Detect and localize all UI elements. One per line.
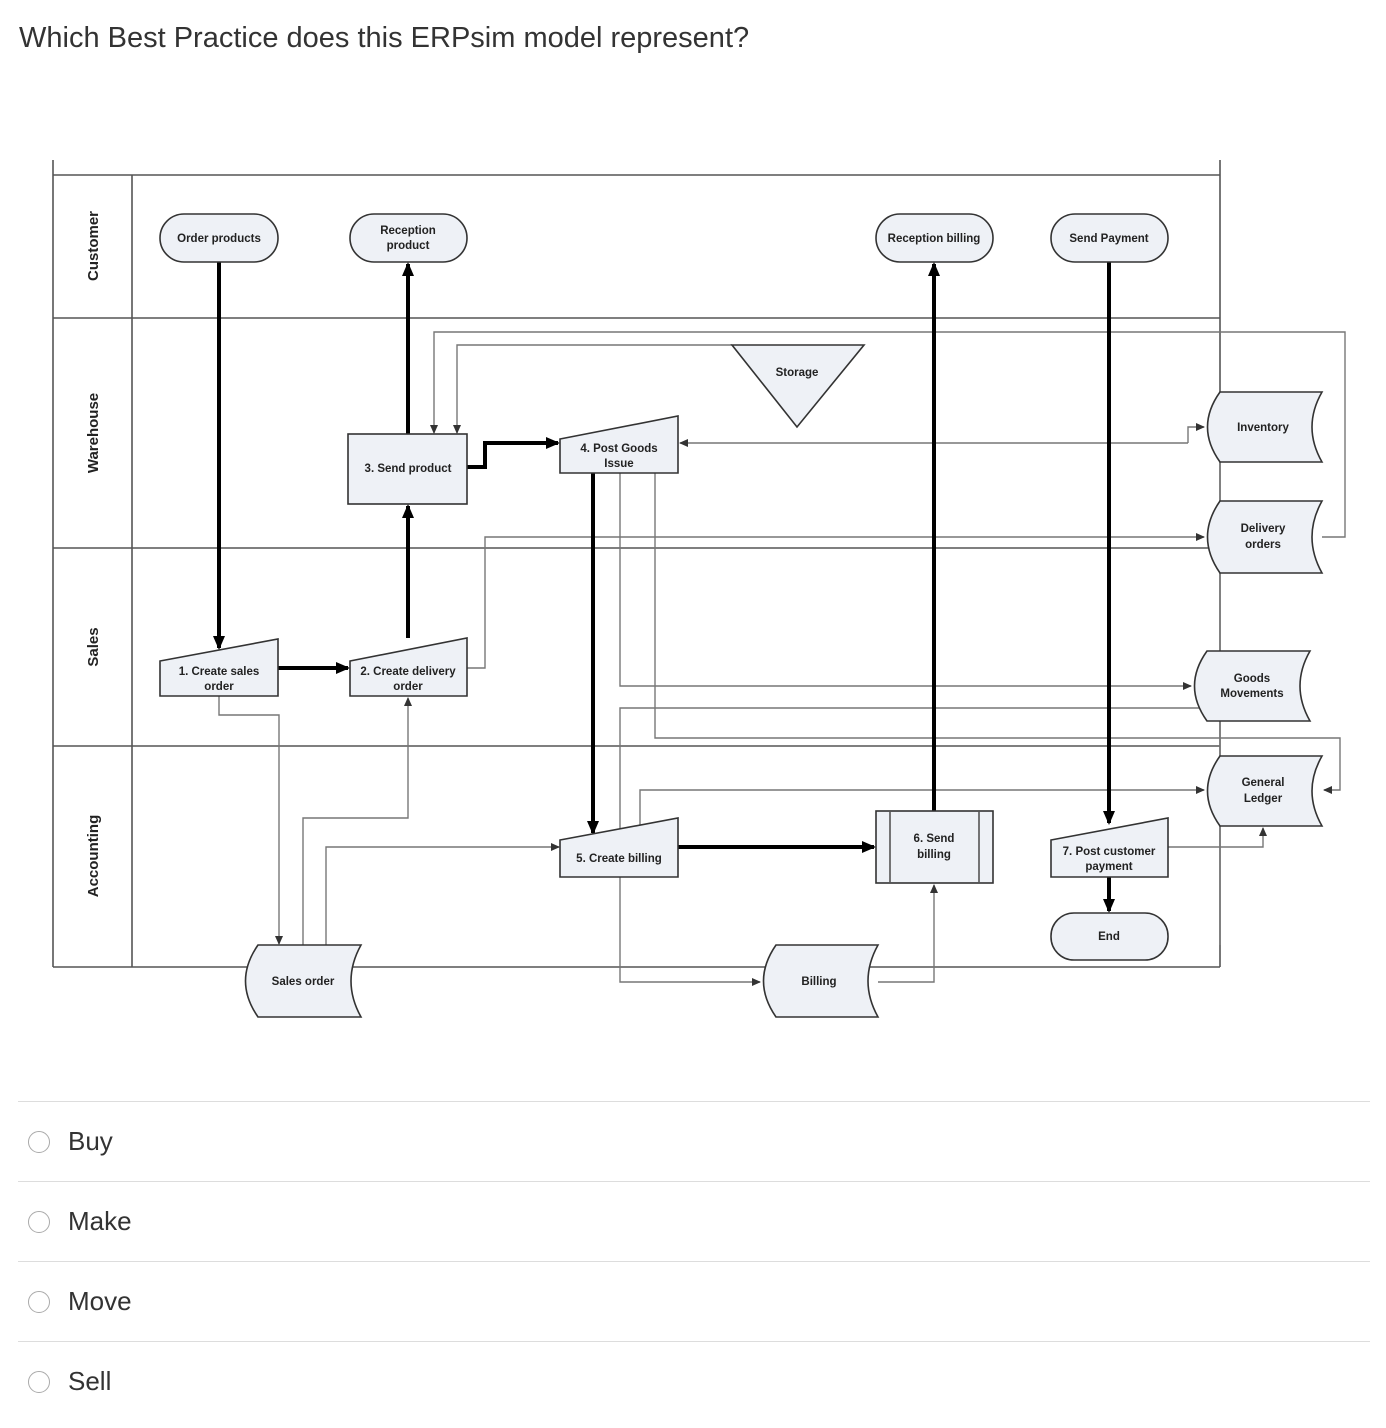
datastore-goods-movements: Goods Movements — [1193, 650, 1312, 722]
option-move[interactable]: Move — [18, 1261, 1370, 1341]
svg-text:1. Create sales: 1. Create sales — [179, 666, 260, 678]
svg-text:Billing: Billing — [801, 976, 836, 988]
svg-text:4. Post Goods: 4. Post Goods — [580, 443, 657, 455]
svg-text:product: product — [387, 240, 430, 252]
svg-text:order: order — [393, 681, 423, 693]
svg-text:Goods: Goods — [1234, 673, 1270, 685]
svg-text:Send Payment: Send Payment — [1069, 233, 1148, 245]
svg-text:orders: orders — [1245, 539, 1281, 551]
svg-text:payment: payment — [1085, 861, 1132, 873]
datastore-sales-order: Sales order — [244, 944, 363, 1018]
svg-text:Storage: Storage — [776, 367, 819, 379]
lane-customer: Customer — [85, 211, 102, 281]
svg-text:2. Create delivery: 2. Create delivery — [360, 666, 456, 678]
erpsim-process-diagram: Customer Warehouse Sales Accounting — [52, 160, 1346, 1018]
svg-text:5. Create billing: 5. Create billing — [576, 853, 662, 865]
svg-text:3. Send product: 3. Send product — [365, 463, 452, 475]
option-buy[interactable]: Buy — [18, 1101, 1370, 1181]
step-7-post-customer-payment: 7. Post customer payment — [1050, 817, 1169, 878]
lane-warehouse: Warehouse — [85, 393, 102, 473]
answer-options: Buy Make Move Sell — [18, 1101, 1370, 1421]
option-sell[interactable]: Sell — [18, 1341, 1370, 1421]
option-make[interactable]: Make — [18, 1181, 1370, 1261]
step-5-create-billing: 5. Create billing — [559, 817, 679, 878]
svg-text:7. Post customer: 7. Post customer — [1063, 846, 1156, 858]
event-send-payment: Send Payment — [1050, 213, 1169, 263]
event-end: End — [1050, 912, 1169, 961]
svg-text:Inventory: Inventory — [1237, 422, 1289, 434]
event-reception-billing: Reception billing — [875, 213, 994, 263]
svg-text:Issue: Issue — [604, 458, 633, 470]
thin-connectors — [218, 331, 1346, 986]
lane-sales: Sales — [85, 627, 102, 666]
svg-text:6. Send: 6. Send — [914, 833, 955, 845]
svg-text:End: End — [1098, 931, 1120, 943]
datastore-inventory: Inventory — [1206, 391, 1324, 463]
datastore-general-ledger: General Ledger — [1206, 755, 1324, 827]
main-flow-arrows — [213, 262, 1115, 913]
radio-button[interactable] — [28, 1290, 50, 1313]
step-2-create-delivery-order: 2. Create delivery order — [349, 637, 468, 697]
svg-text:Movements: Movements — [1220, 688, 1283, 700]
datastore-delivery-orders: Delivery orders — [1206, 500, 1324, 574]
storage-triangle: Storage — [730, 344, 866, 429]
svg-text:Delivery: Delivery — [1241, 523, 1286, 535]
step-3-send-product: 3. Send product — [347, 433, 468, 505]
event-order-products: Order products — [159, 213, 279, 263]
svg-text:Order products: Order products — [177, 233, 261, 245]
radio-button[interactable] — [28, 1130, 50, 1153]
option-label: Sell — [68, 1366, 112, 1396]
event-reception-product: Reception product — [349, 213, 468, 263]
option-label: Move — [68, 1286, 132, 1316]
svg-text:order: order — [204, 681, 234, 693]
svg-text:Reception billing: Reception billing — [888, 233, 981, 245]
svg-text:billing: billing — [917, 849, 951, 861]
datastore-billing: Billing — [762, 944, 880, 1018]
option-label: Make — [68, 1206, 132, 1236]
svg-text:Reception: Reception — [380, 225, 436, 237]
svg-text:General: General — [1242, 777, 1285, 789]
step-4-post-goods-issue: 4. Post Goods Issue — [559, 415, 679, 474]
option-label: Buy — [68, 1126, 113, 1156]
radio-button[interactable] — [28, 1210, 50, 1233]
step-6-send-billing: 6. Send billing — [875, 810, 994, 884]
lane-accounting: Accounting — [85, 815, 102, 898]
svg-text:Ledger: Ledger — [1244, 793, 1283, 805]
step-1-create-sales-order: 1. Create sales order — [159, 638, 279, 697]
radio-button[interactable] — [28, 1370, 50, 1393]
question-text: Which Best Practice does this ERPsim mod… — [19, 22, 750, 54]
svg-text:Sales order: Sales order — [272, 976, 335, 988]
